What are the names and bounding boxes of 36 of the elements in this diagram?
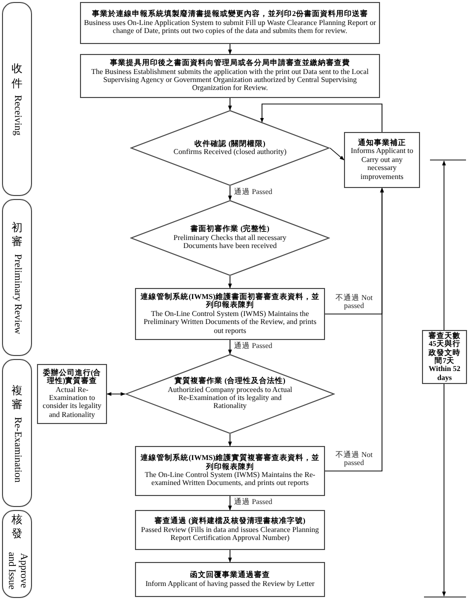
- arrow: [324, 188, 384, 472]
- stage-title: 初審: [12, 221, 22, 250]
- stage-title: Receiving: [11, 95, 23, 136]
- arrow: [330, 148, 344, 160]
- process-box: [135, 288, 325, 340]
- stage-band: [2, 199, 32, 356]
- stage-title: Preliminary Review: [11, 254, 23, 334]
- process-box: [422, 330, 467, 384]
- decision-diamond: [130, 110, 330, 186]
- stage-title: Approve and Issue: [5, 550, 29, 592]
- process-box: [135, 446, 325, 496]
- stage-band: [2, 359, 32, 507]
- arrow: [228, 550, 232, 562]
- arrow: [228, 434, 232, 446]
- process-box: [135, 562, 325, 597]
- stage-title: 核發: [12, 513, 22, 542]
- stage-title: Re-Examination: [11, 416, 23, 482]
- process-box: [37, 364, 107, 424]
- stage-band: [2, 510, 32, 598]
- arrow: [260, 104, 382, 132]
- stage-band: [2, 2, 32, 196]
- process-box: [344, 132, 420, 188]
- arrow: [228, 98, 232, 110]
- arrow: [228, 496, 232, 510]
- process-box: [80, 2, 380, 44]
- decision-diamond: [125, 354, 335, 434]
- decision-diamond: [130, 200, 330, 276]
- process-box: [135, 510, 325, 550]
- arrow: [228, 340, 232, 354]
- arrow: [228, 44, 232, 54]
- arrow: [228, 276, 232, 288]
- stage-title: 複審: [12, 384, 22, 413]
- arrow: [106, 392, 126, 396]
- arrow: [228, 186, 232, 200]
- process-box: [80, 54, 380, 98]
- stage-title: 收件: [12, 62, 22, 92]
